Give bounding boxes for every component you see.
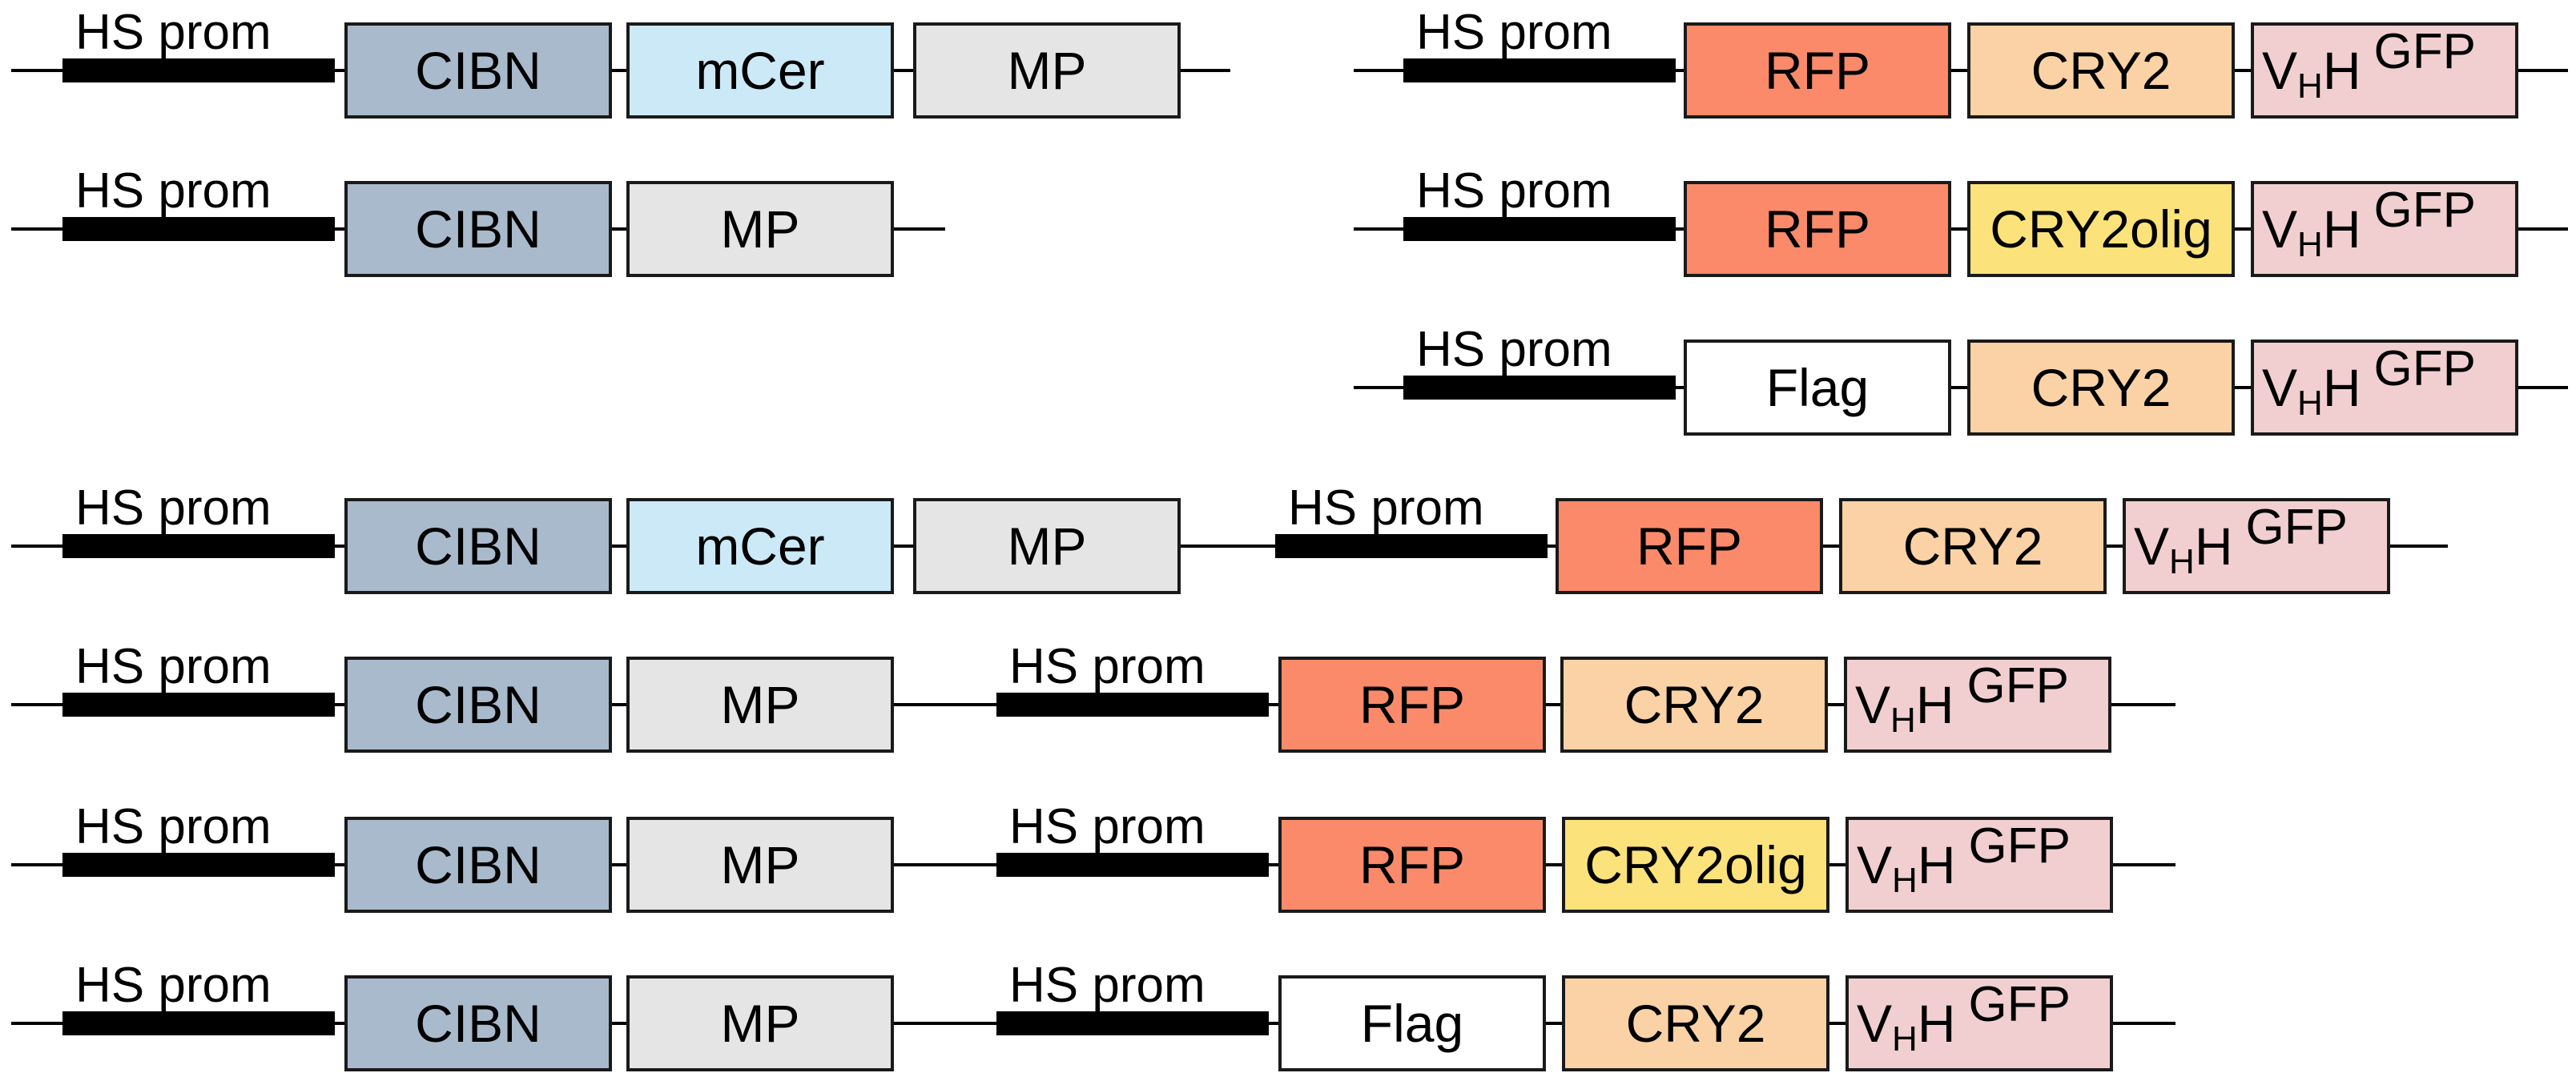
cry2-box: CRY2: [1967, 340, 2235, 436]
cibn-box: CIBN: [344, 975, 612, 1071]
vhh-label-sup: GFP: [2373, 23, 2476, 79]
promoter-label: HS prom: [1009, 958, 1205, 1013]
promoter-bar: [1403, 376, 1676, 400]
promoter-label: HS prom: [75, 163, 272, 219]
promoter-label: HS prom: [1416, 5, 1612, 60]
vhh-label-sub: H: [1892, 1019, 1918, 1059]
vhh-label-sup: GFP: [2373, 340, 2476, 396]
mp-box: MP: [626, 181, 894, 277]
cry2-box: CRY2: [1560, 657, 1828, 753]
vhh-label-sub: H: [2297, 225, 2323, 264]
vhh-label-sup: GFP: [1968, 976, 2071, 1032]
vhh-label-h: H: [2322, 199, 2361, 259]
vhh-label-sub: H: [2297, 384, 2323, 423]
promoter-label: HS prom: [1009, 639, 1205, 694]
cry2-box: CRY2: [1562, 975, 1829, 1071]
rfp-box: RFP: [1684, 181, 1951, 277]
cibn-box: CIBN: [344, 498, 612, 594]
vhh-label-h: H: [2322, 41, 2361, 100]
backbone-line: [1354, 69, 2568, 72]
cry2-box: CRY2: [1839, 498, 2107, 594]
vhh-label-v: V: [2262, 358, 2298, 417]
vhh-label-v: V: [1857, 835, 1893, 894]
vhh-label-sub: H: [2297, 66, 2323, 106]
vhh-label-h: H: [1915, 675, 1954, 734]
vhh-label-sup: GFP: [1968, 818, 2071, 874]
cry2olig-box: CRY2olig: [1967, 181, 2235, 277]
promoter-label: HS prom: [75, 799, 272, 854]
promoter-bar: [62, 217, 335, 241]
cibn-box: CIBN: [344, 181, 612, 277]
vhh-label-v: V: [1857, 994, 1893, 1053]
promoter-bar: [62, 1011, 335, 1035]
promoter-label: HS prom: [1009, 799, 1205, 854]
vhh-label-v: V: [1855, 675, 1891, 734]
vhh-label-sub: H: [1892, 861, 1918, 900]
vhh-label-sub: H: [1890, 701, 1916, 740]
backbone-line: [11, 69, 1230, 72]
backbone-line: [1354, 227, 2568, 231]
rfp-box: RFP: [1556, 498, 1823, 594]
vhh-label-v: V: [2134, 516, 2170, 576]
promoter-bar: [1403, 58, 1676, 82]
rfp-box: RFP: [1278, 817, 1546, 913]
vhh-label-h: H: [2194, 516, 2233, 576]
mcer-box: mCer: [626, 498, 894, 594]
vhh-label-sup: GFP: [1966, 657, 2069, 713]
promoter-label: HS prom: [1416, 163, 1612, 219]
mp-box: MP: [626, 817, 894, 913]
promoter-label: HS prom: [75, 480, 272, 536]
cry2olig-box: CRY2olig: [1562, 817, 1829, 913]
vhh-label-sup: GFP: [2245, 499, 2348, 555]
cibn-box: CIBN: [344, 22, 612, 119]
mp-box: MP: [626, 657, 894, 753]
cibn-box: CIBN: [344, 817, 612, 913]
vhh-label-sub: H: [2169, 542, 2195, 581]
mcer-box: mCer: [626, 22, 894, 119]
vhh-label-sup: GFP: [2373, 182, 2476, 238]
promoter-bar: [996, 853, 1269, 877]
vhh-label-h: H: [1917, 835, 1956, 894]
promoter-bar: [996, 1011, 1269, 1035]
rfp-box: RFP: [1684, 22, 1951, 119]
backbone-line: [1354, 386, 2568, 389]
promoter-label: HS prom: [75, 5, 272, 60]
vhh-label-v: V: [2262, 41, 2298, 100]
mp-box: MP: [913, 498, 1181, 594]
mp-box: MP: [913, 22, 1181, 119]
promoter-label: HS prom: [1416, 322, 1612, 377]
rfp-box: RFP: [1278, 657, 1546, 753]
flag-box: Flag: [1278, 975, 1546, 1071]
promoter-bar: [62, 58, 335, 82]
promoter-label: HS prom: [75, 639, 272, 694]
promoter-bar: [1275, 534, 1548, 558]
promoter-bar: [996, 693, 1269, 717]
promoter-bar: [62, 693, 335, 717]
promoter-bar: [62, 853, 335, 877]
promoter-label: HS prom: [75, 958, 272, 1013]
promoter-label: HS prom: [1288, 480, 1484, 536]
vhh-label-v: V: [2262, 199, 2298, 259]
flag-box: Flag: [1684, 340, 1951, 436]
vhh-label-h: H: [2322, 358, 2361, 417]
cry2-box: CRY2: [1967, 22, 2235, 119]
vhh-label-h: H: [1917, 994, 1956, 1053]
cibn-box: CIBN: [344, 657, 612, 753]
mp-box: MP: [626, 975, 894, 1071]
promoter-bar: [1403, 217, 1676, 241]
promoter-bar: [62, 534, 335, 558]
backbone-line: [11, 545, 2448, 548]
